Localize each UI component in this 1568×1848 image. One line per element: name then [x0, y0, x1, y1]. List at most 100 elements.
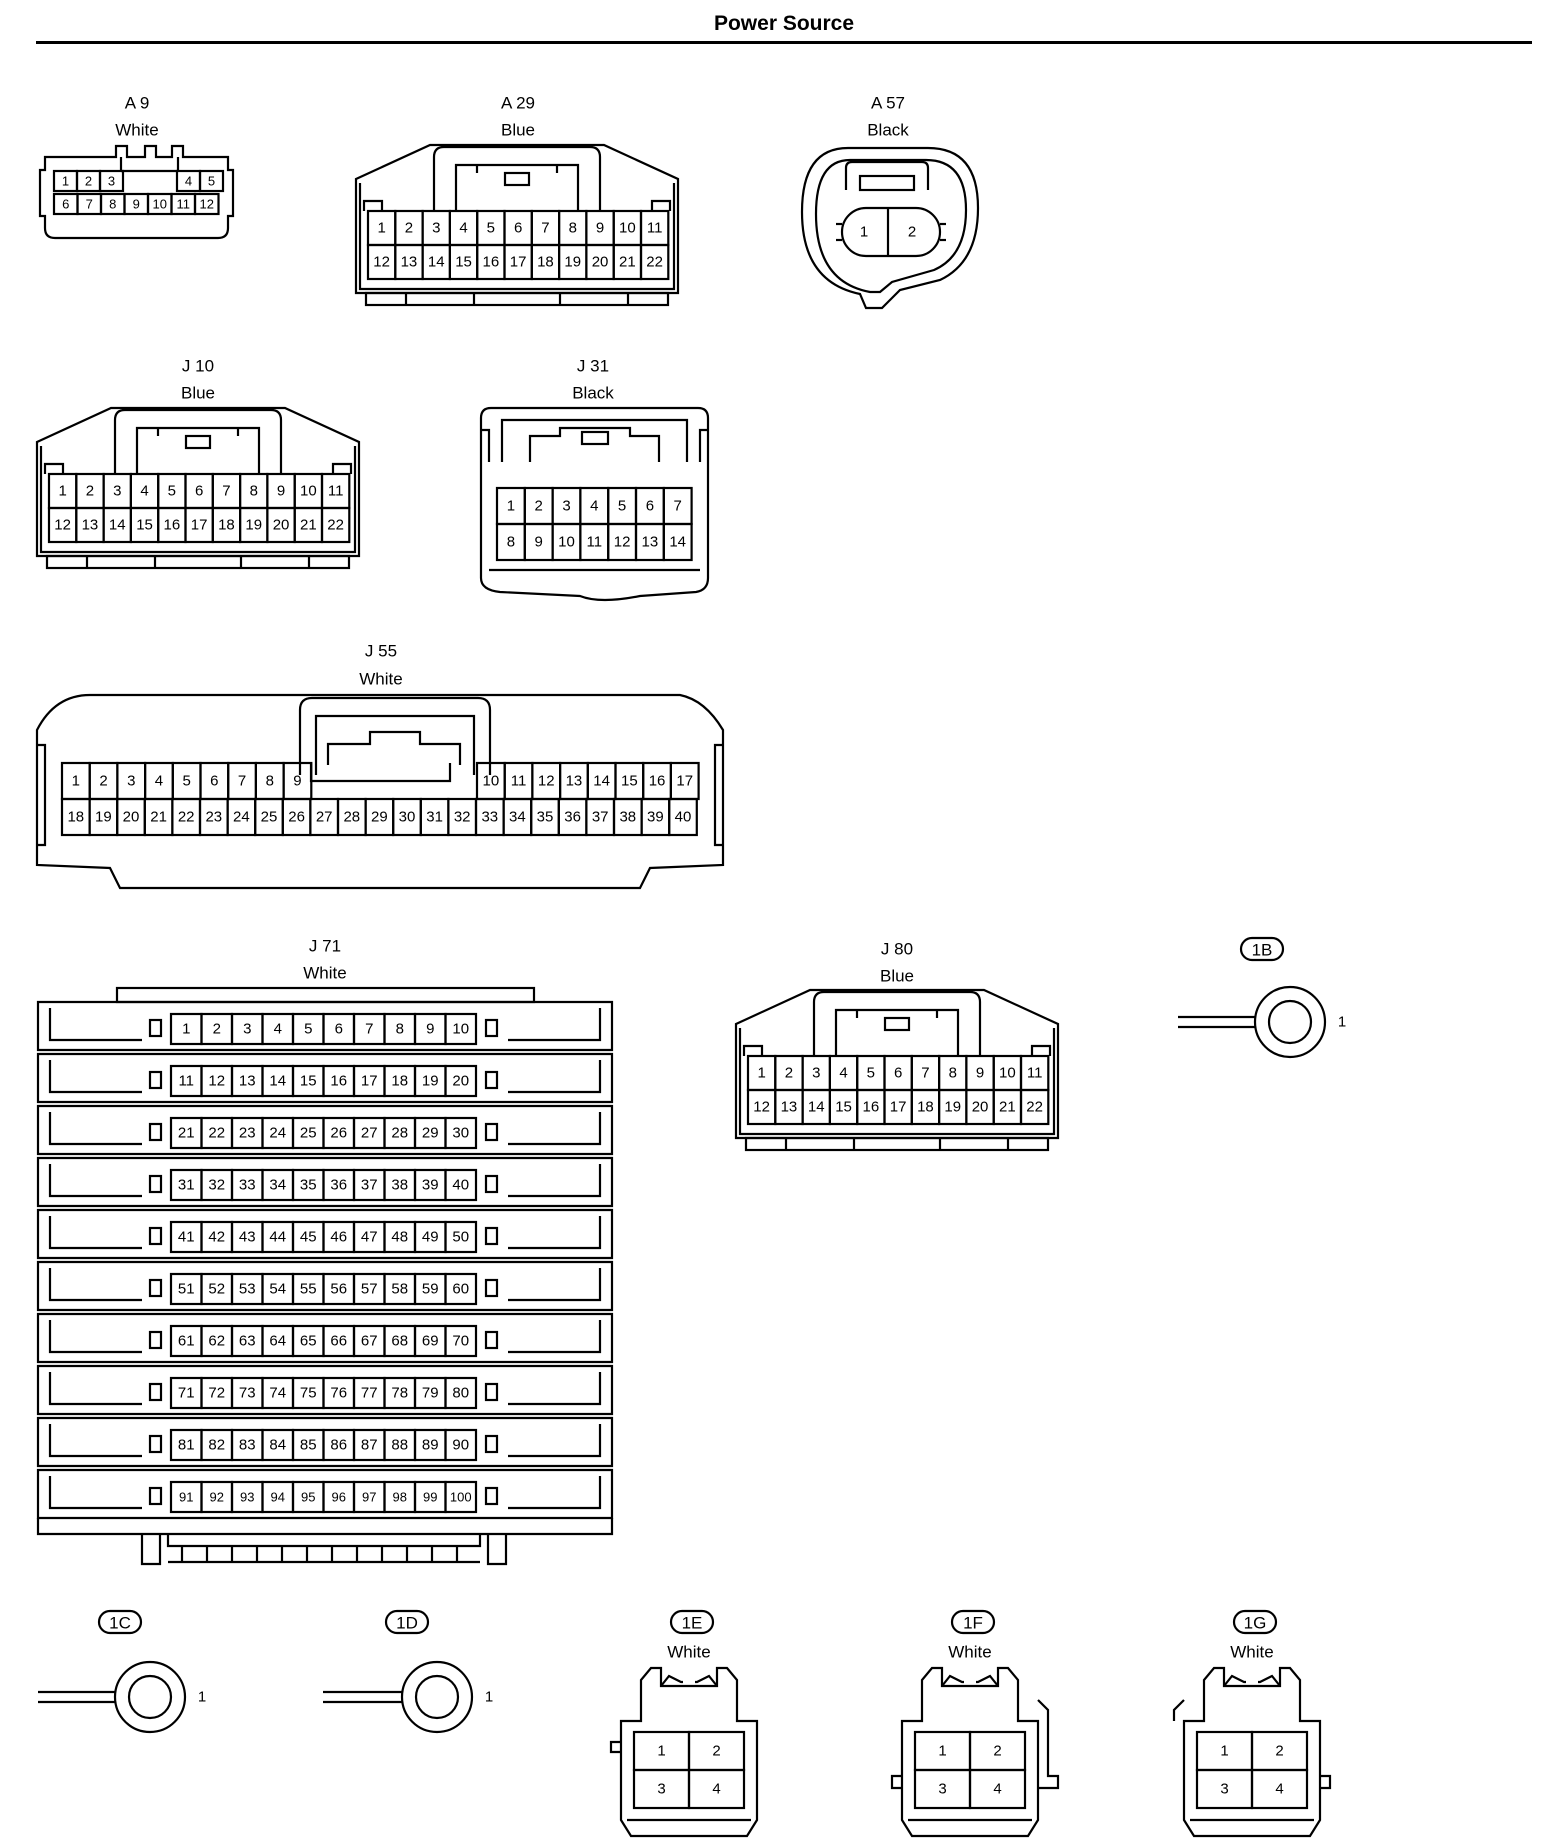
pin-label: 7	[365, 1021, 373, 1038]
pin-label: 1	[182, 1021, 190, 1038]
pin-label: 17	[191, 517, 208, 534]
outline-path	[48, 1060, 602, 1094]
outline-rect	[148, 1330, 163, 1350]
ring-terminal-inner	[414, 1674, 460, 1720]
pin-label: 6	[894, 1065, 902, 1082]
pin-label: 98	[393, 1490, 407, 1505]
pin-label: 12	[753, 1099, 770, 1116]
pin-label: 13	[781, 1099, 798, 1116]
pin-label: 4	[993, 1781, 1001, 1798]
pin-label: 28	[343, 809, 360, 826]
connector-name: A 29	[501, 94, 535, 113]
pin-label: 93	[240, 1490, 254, 1505]
outline-path	[481, 428, 708, 462]
outline-path	[36, 1518, 614, 1536]
pin-label: 8	[250, 483, 258, 500]
pin-label: 85	[300, 1437, 317, 1454]
pin-label: 48	[391, 1229, 408, 1246]
pin-label: 57	[361, 1281, 378, 1298]
outline-rect	[444, 1428, 478, 1462]
outline-rect	[444, 1116, 478, 1150]
outline-path	[1223, 1674, 1281, 1687]
pin-label: 47	[361, 1229, 378, 1246]
pin-label: 1	[198, 1689, 206, 1706]
pin-label: 24	[233, 809, 250, 826]
pin-label: 31	[426, 809, 443, 826]
pin-label: 89	[422, 1437, 439, 1454]
outline-path	[454, 163, 580, 211]
connector-name: 1E	[682, 1614, 703, 1633]
pin-label: 95	[301, 1490, 315, 1505]
outline-path	[354, 143, 680, 295]
outline-path	[48, 1164, 602, 1198]
outline-path	[166, 1534, 482, 1548]
outline-rect	[444, 1324, 478, 1358]
outline-path	[1030, 1044, 1052, 1056]
pin-label: 97	[362, 1490, 376, 1505]
pin-label: 2	[908, 224, 916, 241]
pin-label: 21	[619, 254, 636, 271]
pin-label: 80	[452, 1385, 469, 1402]
outline-rect	[444, 1168, 478, 1202]
pin-label: 2	[99, 773, 107, 790]
pin-label: 4	[185, 174, 192, 189]
outline-rect	[662, 522, 693, 562]
pin-label: 34	[509, 809, 526, 826]
pin-label: 36	[330, 1177, 347, 1194]
outline-rect	[148, 1070, 163, 1090]
pin-label: 1	[377, 220, 385, 237]
ring-terminal-outer	[113, 1660, 187, 1734]
pin-label: 40	[675, 809, 692, 826]
outline-rect	[184, 434, 212, 450]
pin-label: 67	[361, 1333, 378, 1350]
pin-label: 4	[712, 1781, 720, 1798]
outline-rect	[444, 1376, 478, 1410]
pin-label: 20	[273, 517, 290, 534]
pin-label: 28	[391, 1125, 408, 1142]
outline-path	[650, 199, 672, 211]
pin-label: 44	[269, 1229, 286, 1246]
pin-label: 78	[391, 1385, 408, 1402]
pin-label: 10	[452, 1021, 469, 1038]
pin-label: 71	[178, 1385, 195, 1402]
pin-label: 16	[330, 1073, 347, 1090]
pin-label: 56	[330, 1281, 347, 1298]
pin-label: 7	[222, 483, 230, 500]
outline-rect	[484, 1122, 499, 1142]
pin-label: 5	[618, 498, 626, 515]
outline-rect	[484, 1070, 499, 1090]
outline-path	[119, 157, 180, 173]
pin-label: 19	[564, 254, 581, 271]
pin-label: 83	[239, 1437, 256, 1454]
pin-label: 37	[592, 809, 609, 826]
pin-label: 75	[300, 1385, 317, 1402]
pin-label: 64	[269, 1333, 286, 1350]
pin-label: 1	[1338, 1014, 1346, 1031]
pin-label: 15	[300, 1073, 317, 1090]
pin-label: 4	[155, 773, 163, 790]
pin-label: 38	[619, 809, 636, 826]
outline-path	[814, 158, 968, 294]
pin-label: 10	[483, 773, 500, 790]
pin-label: 12	[208, 1073, 225, 1090]
pin-label: 9	[293, 773, 301, 790]
pin-label: 70	[452, 1333, 469, 1350]
pin-label: 22	[208, 1125, 225, 1142]
pin-label: 10	[619, 220, 636, 237]
outline-path	[48, 1268, 602, 1302]
pin-label: 3	[657, 1781, 665, 1798]
connector-badge	[97, 1609, 143, 1635]
connector-name: 1F	[963, 1614, 983, 1633]
pin-label: 69	[422, 1333, 439, 1350]
pin-label: 42	[208, 1229, 225, 1246]
pin-label: 11	[328, 483, 344, 500]
pin-label: 14	[109, 517, 126, 534]
outline-rect	[668, 797, 698, 837]
pin-label: 22	[327, 517, 344, 534]
page-title: Power Source	[713, 12, 855, 35]
connector-name: J 10	[182, 357, 214, 376]
pin-label: 22	[1026, 1099, 1043, 1116]
outline-rect	[968, 1768, 1027, 1810]
outline-path	[113, 408, 283, 474]
